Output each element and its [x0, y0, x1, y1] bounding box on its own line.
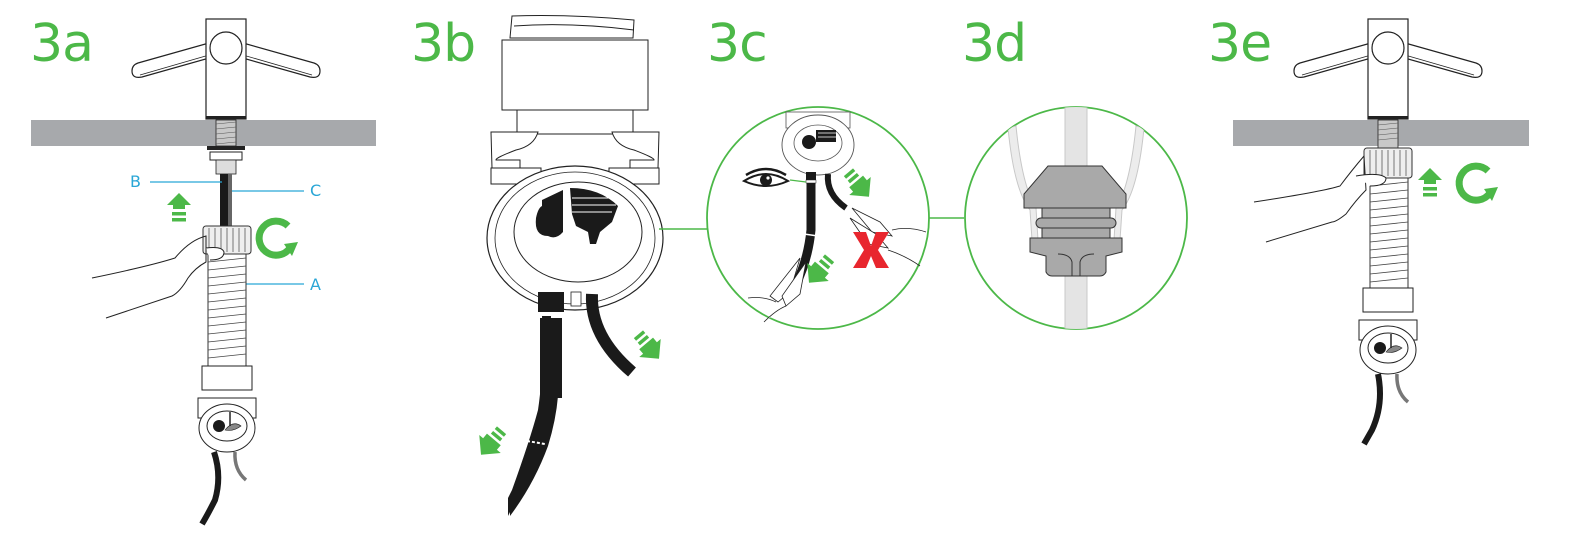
rotate-clockwise-icon — [259, 221, 298, 256]
step-label-3e: 3e — [1208, 14, 1272, 74]
collar — [501, 39, 649, 111]
panel-3c — [706, 106, 964, 330]
panel-3d — [964, 106, 1188, 330]
arrow-up-icon — [1418, 168, 1442, 197]
tap — [131, 18, 321, 120]
step-label-3c: 3c — [707, 14, 768, 74]
step-label-3d: 3d — [962, 14, 1027, 74]
pull-down-arrow-icon — [470, 421, 513, 464]
step-label-3a: 3a — [30, 14, 94, 74]
hand — [91, 235, 207, 319]
panel-3e — [1233, 18, 1529, 446]
countertop — [31, 120, 376, 146]
eye-icon — [741, 167, 791, 187]
hand — [1253, 154, 1367, 243]
cross-x-icon — [853, 232, 889, 268]
callout-label-a: A — [310, 275, 321, 294]
callout-label-c: C — [310, 181, 322, 200]
grommet — [1023, 165, 1127, 277]
arrow-up-icon — [167, 193, 191, 222]
panel-3b — [470, 15, 708, 516]
tap — [1293, 18, 1483, 120]
callout-label-b: B — [130, 172, 141, 191]
step-label-3b: 3b — [411, 14, 476, 74]
pull-down-arrow-icon — [627, 325, 670, 368]
rotate-clockwise-icon — [1459, 166, 1498, 201]
panel-3a — [31, 18, 376, 526]
